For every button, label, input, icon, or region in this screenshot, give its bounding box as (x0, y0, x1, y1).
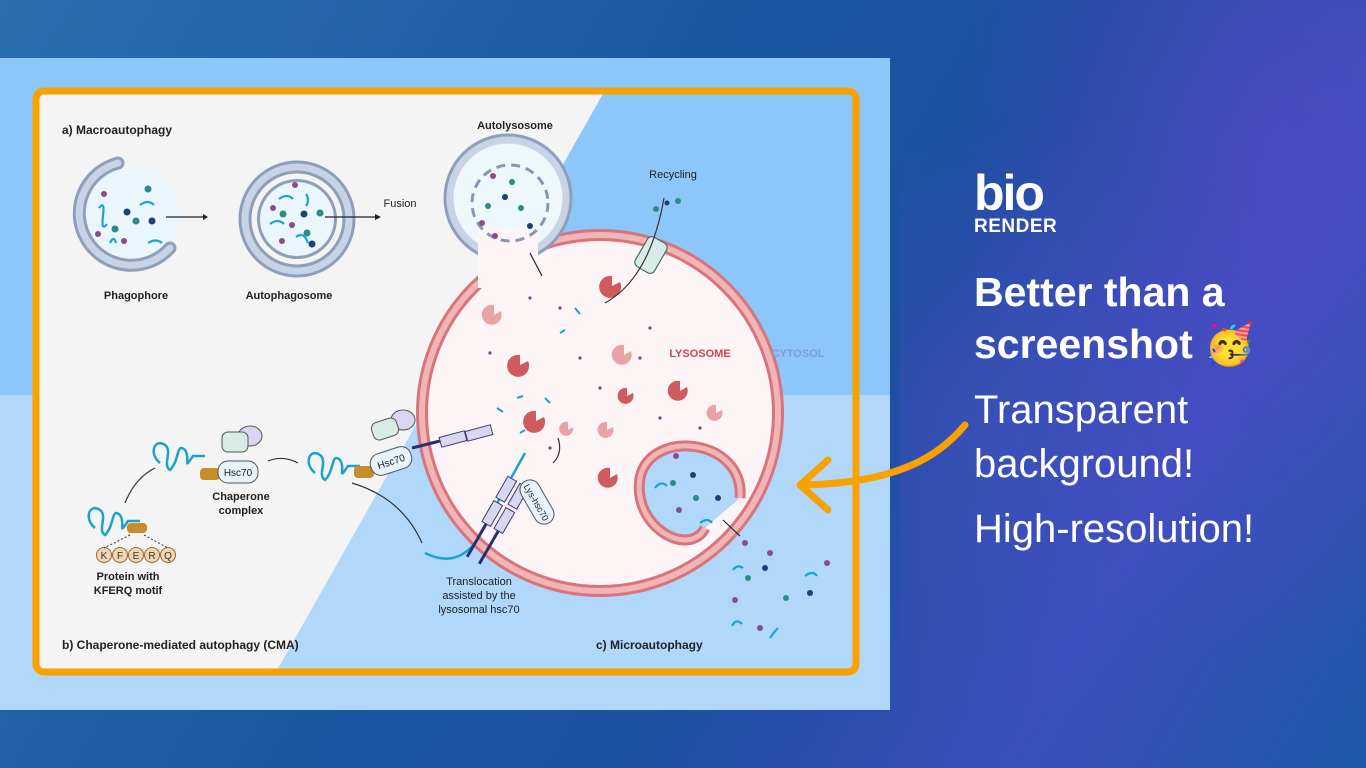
headline-line-2: screenshot (974, 321, 1193, 367)
feature-background: background! (974, 442, 1195, 486)
microautophagy-cargo (654, 453, 830, 639)
translocation-label: lysosomal hsc70 (438, 604, 519, 616)
autophagosome-label: Autophagosome (246, 290, 333, 302)
section-b-label: b) Chaperone-mediated autophagy (CMA) (62, 638, 299, 652)
recycling-label: Recycling (649, 169, 697, 181)
section-a-label: a) Macroautophagy (62, 123, 172, 137)
phagophore (72, 156, 180, 272)
highlight-frame (32, 87, 860, 676)
feature-transparent: Transparent (974, 388, 1189, 432)
logo-render: RENDER (974, 216, 1058, 237)
biorender-logo: bio RENDER (974, 165, 1058, 238)
motif-letter: E (133, 551, 140, 562)
phagophore-label: Phagophore (104, 290, 168, 302)
cma-pathway (87, 409, 561, 565)
headline-line-1: Better than a (974, 269, 1225, 315)
transporter (604, 197, 681, 304)
motif-letter: Q (164, 551, 172, 562)
protein-label: KFERQ motif (94, 585, 163, 597)
pointer-arrow (796, 421, 969, 514)
motif-letter: R (148, 551, 155, 562)
arrow-head (203, 214, 208, 220)
arrow (529, 252, 543, 277)
autophagy-diagram: a) Macroautophagy b) Chaperone-mediated … (0, 58, 890, 710)
protein-label: Protein with (97, 571, 160, 583)
translocation-label: assisted by the (442, 590, 515, 602)
section-c-label: c) Microautophagy (596, 638, 703, 652)
lysosome-label: LYSOSOME (669, 348, 730, 360)
feature-high-resolution: High-resolution! (974, 507, 1255, 551)
motif-letter: F (117, 551, 123, 562)
party-emoji-icon: 🥳 (1204, 321, 1256, 367)
arrow-head (375, 214, 381, 220)
motif-letter: K (101, 551, 108, 562)
kferq-motif: K F E R Q (96, 534, 176, 563)
translocation-label: Translocation (446, 576, 512, 588)
autophagosome (238, 160, 356, 278)
chaperone-label: complex (219, 505, 265, 517)
cytosol-label: CYTOSOL (772, 348, 825, 360)
chaperone-label: Chaperone (212, 491, 269, 503)
hsc70-label: Hsc70 (224, 468, 253, 479)
background-glow (900, 0, 1366, 768)
fusion-label: Fusion (383, 198, 416, 210)
logo-bio: bio (974, 165, 1045, 221)
autolysosome-label: Autolysosome (477, 120, 553, 132)
headline: Better than a screenshot 🥳 (974, 266, 1255, 370)
